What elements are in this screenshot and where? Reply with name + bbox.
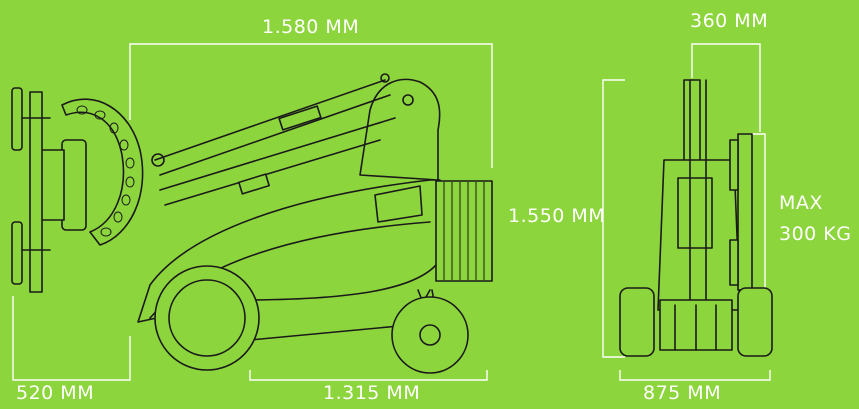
front-center-block xyxy=(677,177,713,249)
hydraulic-cylinder-upper xyxy=(278,105,322,131)
vacuum-frame xyxy=(29,91,43,293)
boom-lower xyxy=(159,117,396,191)
suction-cup-top xyxy=(11,87,23,151)
boom-lower-2 xyxy=(164,139,381,206)
capacity-bracket xyxy=(752,133,766,291)
overhang-bracket xyxy=(12,296,131,381)
front-wheel-rim xyxy=(168,279,246,357)
boom-joint xyxy=(151,153,165,167)
capacity-label-kg: 300 KG xyxy=(779,223,852,245)
head-width-label: 360 MM xyxy=(690,10,768,32)
front-cup-bottom xyxy=(729,239,739,286)
head-housing xyxy=(61,139,87,231)
front-right-wheel xyxy=(737,287,773,357)
hydraulic-cylinder xyxy=(238,173,270,195)
rear-engine-box xyxy=(435,180,493,282)
overall-length-label: 1.580 MM xyxy=(262,16,359,38)
side-view-machine xyxy=(11,73,493,374)
overall-height-label: 1.550 MM xyxy=(508,205,605,227)
rotator-ring xyxy=(61,98,144,246)
track-bracket xyxy=(619,370,771,381)
suction-cup-bottom xyxy=(11,221,23,285)
rotator-holes xyxy=(76,105,135,237)
boom-upper xyxy=(154,79,386,161)
rear-wheel xyxy=(391,296,469,374)
front-cup-top xyxy=(729,139,739,191)
mast xyxy=(359,78,441,181)
dimension-lines xyxy=(12,43,771,381)
length-bracket xyxy=(129,43,493,168)
capacity-label-max: MAX xyxy=(779,192,823,214)
front-vacuum-plate xyxy=(737,133,753,291)
height-bracket xyxy=(602,79,625,358)
mast-pivot xyxy=(402,94,414,106)
front-overhang-label: 520 MM xyxy=(16,382,94,404)
front-wheel xyxy=(154,265,260,371)
rear-wheel-hub xyxy=(419,324,441,346)
wheelbase-bracket xyxy=(249,370,488,381)
track-width-label: 875 MM xyxy=(643,382,721,404)
wheelbase-label: 1.315 MM xyxy=(323,382,420,404)
boom-upper-2 xyxy=(159,94,391,176)
body-panel xyxy=(374,185,423,223)
radiator-fins xyxy=(443,182,485,280)
head-width-bracket xyxy=(691,43,761,132)
front-left-wheel xyxy=(619,287,655,357)
front-view-machine xyxy=(619,79,773,357)
mast-pin xyxy=(380,73,390,83)
